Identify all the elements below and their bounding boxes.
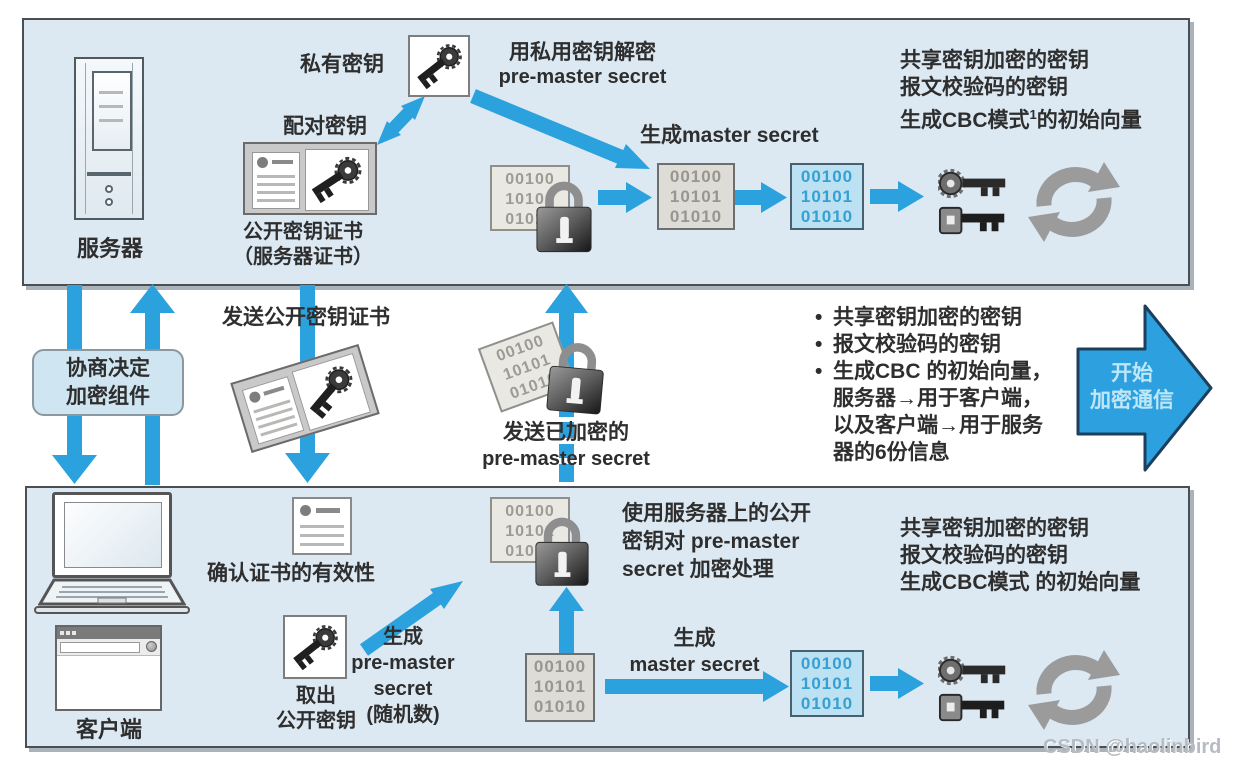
certificate-text-panel — [252, 152, 300, 209]
server-outputs-line2: 报文校验码的密钥 — [900, 76, 1068, 99]
send-encrypted-line1: 发送已加密的 — [503, 421, 629, 444]
lock-icon — [535, 172, 593, 254]
send-encrypted-line2: pre-master secret — [482, 448, 650, 470]
send-encrypted-label: 发送已加密的 pre-master secret — [455, 420, 677, 472]
verify-certificate-icon — [292, 497, 352, 555]
decrypt-note-line1: 用私用密钥解密 — [509, 41, 656, 64]
client-outputs: 共享密钥加密的密钥 报文校验码的密钥 生成CBC模式 的初始向量 — [900, 517, 1141, 594]
negotiate-box: 协商决定 加密组件 — [32, 349, 184, 416]
certificate-caption: 公开密钥证书 （服务器证书） — [228, 220, 378, 270]
summary-line: 服务器→用于客户端， — [833, 387, 1043, 410]
negotiate-line2: 加密组件 — [66, 385, 150, 408]
decrypt-note-line2: pre-master secret — [498, 66, 667, 88]
recycle-icon — [1028, 160, 1120, 244]
extract-public-key-label: 取出 公开密钥 — [276, 685, 356, 732]
decrypt-diagonal-arrow — [470, 89, 650, 169]
server-tower-icon — [74, 57, 144, 220]
certificate-caption-line2: （服务器证书） — [233, 246, 373, 268]
server-certificate-icon — [243, 142, 377, 215]
summary-line: •生成CBC 的初始向量， — [815, 360, 1053, 383]
summary-line: 器的6份信息 — [833, 441, 950, 464]
paired-key-double-arrow — [377, 96, 425, 145]
watermark: CSDN @haolinbird — [1043, 736, 1222, 758]
premaster-block: 00100 10101 01010 — [657, 163, 735, 230]
key-icon — [305, 152, 367, 205]
gen-master-arrow — [605, 671, 789, 702]
paired-key-label: 配对密钥 — [283, 115, 367, 138]
gen-master-secret-label: 生成master secret — [640, 124, 819, 147]
key-pair-icon — [938, 168, 1006, 235]
laptop-icon — [52, 492, 172, 578]
summary-line: •共享密钥加密的密钥 — [815, 306, 1022, 329]
block-to-master-arrow — [735, 182, 787, 213]
encrypt-note: 使用服务器上的公开 密钥对 pre-master secret 加密处理 — [622, 502, 811, 581]
client-label: 客户端 — [75, 717, 142, 742]
globe-icon — [146, 641, 157, 652]
key-icon — [302, 361, 358, 421]
negotiate-line1: 协商决定 — [66, 357, 150, 380]
summary-line: 以及客户端→用于服务 — [833, 414, 1043, 437]
gen-premaster-label: 生成 pre-master secret (随机数) — [351, 626, 455, 726]
server-label: 服务器 — [76, 236, 143, 261]
private-key-icon — [408, 35, 470, 97]
certificate-key-panel — [305, 149, 369, 211]
extract-public-key-icon — [283, 615, 347, 679]
browser-window-icon — [55, 625, 162, 711]
certificate-seal-icon — [248, 390, 262, 404]
lock-to-block-arrow — [598, 182, 652, 213]
client-master-to-keys-arrow — [870, 668, 924, 699]
server-outputs-line3: 生成CBC模式1的初始向量 — [900, 107, 1142, 132]
recycle-icon — [1028, 648, 1120, 732]
server-outputs-line1: 共享密钥加密的密钥 — [900, 49, 1089, 72]
laptop-base-icon — [38, 578, 186, 606]
lock-icon — [537, 331, 617, 417]
decrypt-note: 用私用密钥解密 pre-master secret — [475, 40, 690, 90]
key-pair-icon — [938, 655, 1006, 722]
master-to-keys-arrow — [870, 181, 924, 212]
client-block-to-lock-arrow — [549, 587, 584, 655]
summary-line: •报文校验码的密钥 — [815, 333, 1001, 356]
start-communication-arrow — [1076, 304, 1213, 472]
server-outputs: 共享密钥加密的密钥 报文校验码的密钥 生成CBC模式1的初始向量 — [900, 47, 1142, 134]
exchange-summary-list: •共享密钥加密的密钥 •报文校验码的密钥 •生成CBC 的初始向量， 服务器→用… — [815, 304, 1052, 466]
random-number-block: 00100 10101 01010 — [525, 653, 595, 722]
verify-certificate-label: 确认证书的有效性 — [207, 562, 375, 585]
lock-icon — [534, 508, 590, 588]
client-master-secret-block: 00100 10101 01010 — [790, 650, 864, 717]
certificate-caption-line1: 公开密钥证书 — [243, 221, 363, 243]
start-communication-label: 开始 加密通信 — [1090, 362, 1174, 412]
client-diagonal-arrow — [359, 581, 463, 656]
client-gen-master-label: 生成 master secret — [629, 627, 760, 676]
send-certificate-label: 发送公开密钥证书 — [222, 306, 390, 329]
certificate-seal-icon — [257, 157, 268, 168]
private-key-label: 私有密钥 — [300, 53, 384, 76]
master-secret-block: 00100 10101 01010 — [790, 163, 864, 230]
